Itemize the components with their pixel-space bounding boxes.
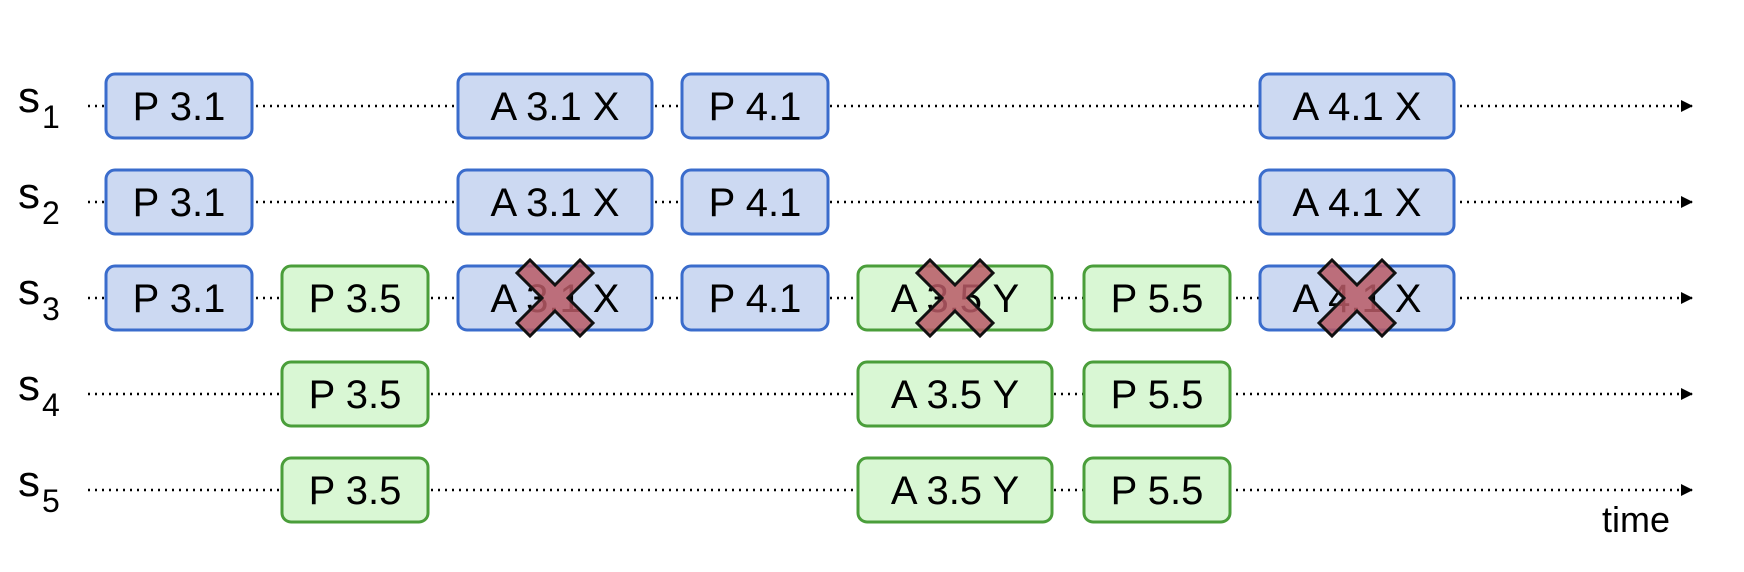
server-label: s4 — [18, 361, 60, 423]
server-label: s2 — [18, 169, 60, 231]
server-name: s — [18, 265, 40, 314]
server-row: s2 P 3.1 A 3.1 X P 4.1 A 4.1 X — [18, 168, 1693, 236]
event-label: A 4.1 X — [1293, 85, 1422, 129]
event-box: P 5.5 — [1082, 360, 1232, 428]
event-label: P 4.1 — [709, 277, 802, 321]
event-label: A 3.5 Y — [891, 469, 1019, 513]
event-box: A 3.5 Y — [856, 360, 1054, 428]
server-name: s — [18, 457, 40, 506]
event-label: A 3.1 X — [491, 181, 620, 225]
event-box-frame — [856, 456, 1054, 524]
rejected-cross-icon — [914, 257, 996, 339]
server-row: s4 P 3.5 A 3.5 Y P 5.5 — [18, 360, 1693, 428]
event-label: P 4.1 — [709, 181, 802, 225]
event-box: P 4.1 — [680, 168, 830, 236]
event-box-frame — [680, 168, 830, 236]
event-box-frame — [1082, 456, 1232, 524]
server-name: s — [18, 361, 40, 410]
event-box: A 3.1 X — [456, 72, 654, 140]
server-row: s5 P 3.5 A 3.5 Y P 5.5 — [18, 456, 1693, 524]
event-label: P 3.1 — [133, 181, 226, 225]
event-box: A 4.1 X — [1258, 168, 1456, 236]
event-box-frame — [856, 360, 1054, 428]
server-name: s — [18, 73, 40, 122]
server-subscript: 5 — [42, 483, 60, 519]
event-label: P 4.1 — [709, 85, 802, 129]
event-box-frame — [104, 168, 254, 236]
event-label: P 5.5 — [1111, 373, 1204, 417]
event-box-frame — [456, 72, 654, 140]
event-label: P 3.5 — [309, 469, 402, 513]
event-box-frame — [104, 72, 254, 140]
event-label: P 5.5 — [1111, 277, 1204, 321]
event-label: P 3.5 — [309, 277, 402, 321]
event-box: P 3.5 — [280, 456, 430, 524]
event-label: A 3.5 Y — [891, 373, 1019, 417]
server-subscript: 3 — [42, 291, 60, 327]
event-box-frame — [280, 456, 430, 524]
server-name: s — [18, 169, 40, 218]
server-label: s5 — [18, 457, 60, 519]
event-box: A 3.5 Y — [856, 257, 1054, 339]
event-box-frame — [1082, 360, 1232, 428]
server-subscript: 1 — [42, 99, 60, 135]
event-box-frame — [104, 264, 254, 332]
event-box-frame — [280, 264, 430, 332]
event-box-frame — [680, 264, 830, 332]
event-box: P 3.1 — [104, 168, 254, 236]
event-box-frame — [280, 360, 430, 428]
server-subscript: 4 — [42, 387, 60, 423]
rejected-cross-icon — [514, 257, 596, 339]
event-box: A 3.1 X — [456, 257, 654, 339]
event-box-frame — [1258, 72, 1456, 140]
event-label: P 5.5 — [1111, 469, 1204, 513]
event-box: A 3.1 X — [456, 168, 654, 236]
server-label: s1 — [18, 73, 60, 135]
event-box-frame — [456, 168, 654, 236]
event-box: A 4.1 X — [1258, 257, 1456, 339]
event-box: P 3.1 — [104, 72, 254, 140]
time-axis-label: time — [1602, 499, 1670, 540]
event-box: P 3.5 — [280, 264, 430, 332]
event-box: P 4.1 — [680, 264, 830, 332]
event-box: P 5.5 — [1082, 264, 1232, 332]
event-label: P 3.5 — [309, 373, 402, 417]
server-row: s1 P 3.1 A 3.1 X P 4.1 A 4.1 X — [18, 72, 1693, 140]
server-subscript: 2 — [42, 195, 60, 231]
event-label: P 3.1 — [133, 85, 226, 129]
server-row: s3 P 3.1 P 3.5 A 3.1 X P 4.1 A 3.5 Y P 5.5 A 4.… — [18, 257, 1693, 339]
event-box: P 5.5 — [1082, 456, 1232, 524]
event-box: A 3.5 Y — [856, 456, 1054, 524]
rejected-cross-icon — [1316, 257, 1398, 339]
server-label: s3 — [18, 265, 60, 327]
event-box-frame — [1082, 264, 1232, 332]
event-label: P 3.1 — [133, 277, 226, 321]
event-label: A 4.1 X — [1293, 181, 1422, 225]
event-box-frame — [1258, 168, 1456, 236]
event-box: P 3.1 — [104, 264, 254, 332]
event-box-frame — [680, 72, 830, 140]
event-box: A 4.1 X — [1258, 72, 1456, 140]
event-box: P 4.1 — [680, 72, 830, 140]
event-box: P 3.5 — [280, 360, 430, 428]
event-label: A 3.1 X — [491, 85, 620, 129]
